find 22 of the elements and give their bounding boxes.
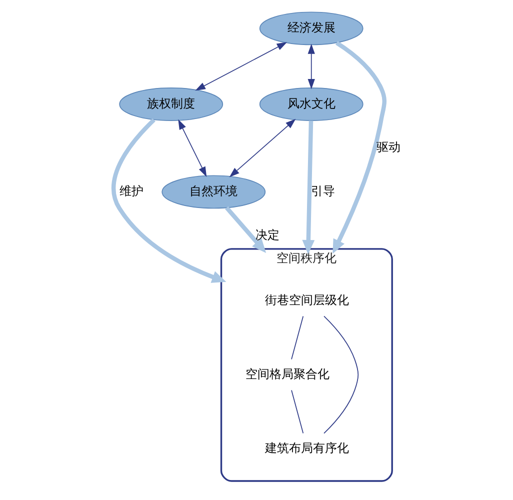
arrow [228,118,296,178]
edge-label: 引导 [310,184,334,198]
arrow [111,118,226,283]
edge-label: 维护 [119,184,144,198]
node-text: 空间格局聚合化 [245,366,330,381]
node-ellipse: 风水文化 [258,88,363,121]
arrow [302,120,314,254]
connector [290,390,304,434]
node-ellipse: 自然环境 [161,175,266,209]
arrow [194,42,287,91]
node-ellipse: 经济发展 [258,12,363,46]
arrow [224,206,266,253]
edge-label: 驱动 [376,140,400,154]
node-text: 建筑布局有序化 [264,440,349,455]
node-text: 街巷空间层级化 [264,292,349,307]
edge-label: 决定 [255,228,280,242]
arrow [307,44,314,90]
node-ellipse: 族权制度 [118,88,223,121]
arrow [178,119,206,177]
arrow [332,41,386,254]
connector [290,316,304,360]
connector [323,316,358,434]
